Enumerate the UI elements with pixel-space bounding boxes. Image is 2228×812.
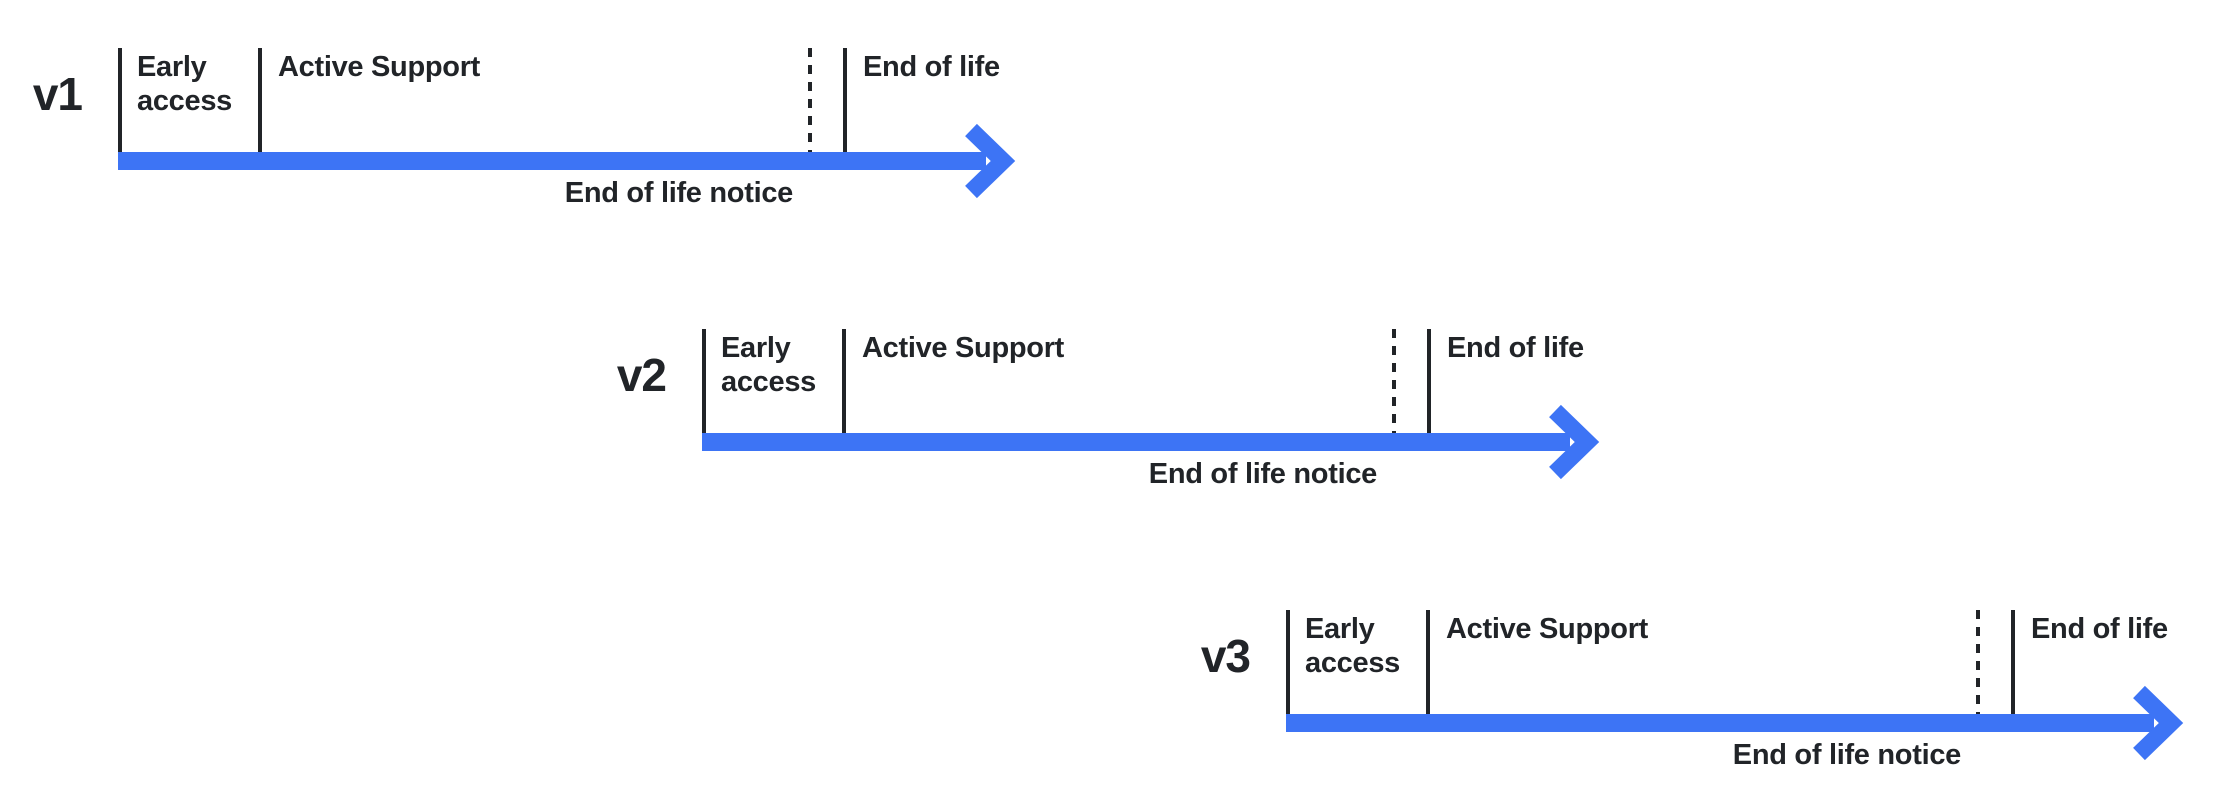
eol-notice-label: End of life notice [564,177,794,209]
timeline-v2: v2 Early access Active Support End of li… [602,319,1622,497]
active-support-label: Active Support [278,51,481,83]
version-label: v1 [32,68,83,120]
eol-notice-dashed-line [1392,329,1396,433]
early-access-start-tick [702,329,706,433]
active-support-start-tick [1426,610,1430,714]
timeline-arrow-icon [118,123,1016,199]
timeline-arrow-icon [1286,685,2184,761]
active-support-start-tick [258,48,262,152]
timeline-v3: v3 Early access Active Support End of li… [1186,600,2206,778]
timeline-v1: v1 Early access Active Support End of li… [18,38,1038,216]
end-of-life-tick [1427,329,1431,433]
eol-notice-label: End of life notice [1732,739,1962,771]
active-support-label: Active Support [862,332,1065,364]
end-of-life-label: End of life [1447,332,1584,364]
version-label: v2 [616,349,667,401]
early-access-start-tick [118,48,122,152]
eol-notice-dashed-line [1976,610,1980,714]
early-access-label: Early access [137,51,232,117]
early-access-start-tick [1286,610,1290,714]
version-label: v3 [1200,630,1251,682]
end-of-life-label: End of life [2031,613,2168,645]
active-support-start-tick [842,329,846,433]
end-of-life-tick [2011,610,2015,714]
early-access-label: Early access [1305,613,1400,679]
active-support-label: Active Support [1446,613,1649,645]
eol-notice-dashed-line [808,48,812,152]
early-access-label: Early access [721,332,816,398]
eol-notice-label: End of life notice [1148,458,1378,490]
end-of-life-label: End of life [863,51,1000,83]
end-of-life-tick [843,48,847,152]
timeline-arrow-icon [702,404,1600,480]
